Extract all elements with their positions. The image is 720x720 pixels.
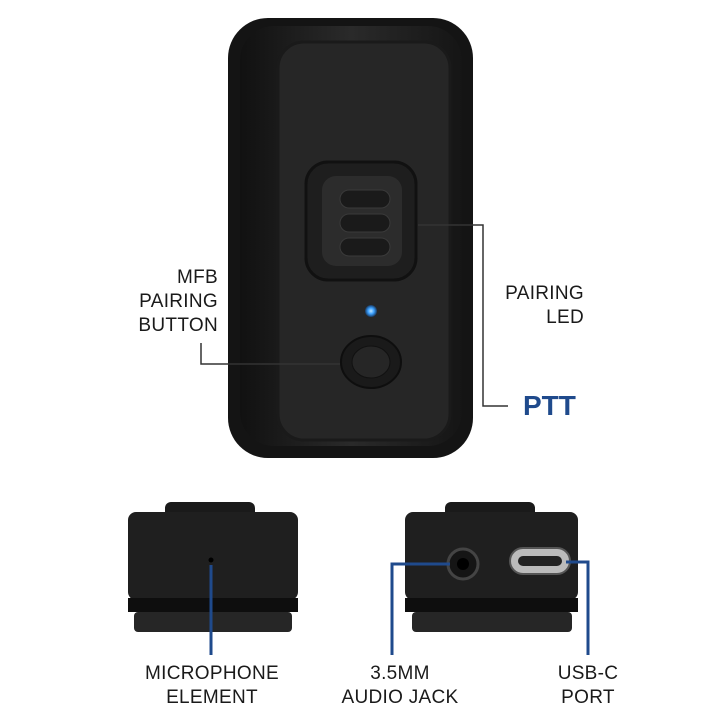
microphone-element-label: MICROPHONE ELEMENT <box>130 662 294 710</box>
pairing-led-label: PAIRING LED <box>480 282 584 330</box>
mfb-leader-line <box>200 343 340 365</box>
label-line: BUTTON <box>138 315 218 336</box>
label-line: PAIRING <box>505 283 584 304</box>
label-line: LED <box>546 307 584 328</box>
ptt-leader-line <box>418 224 508 407</box>
ptt-button <box>304 160 418 282</box>
label-line: PORT <box>561 687 615 708</box>
label-line: 3.5MM <box>370 663 430 684</box>
device-front <box>228 18 473 458</box>
label-line: PAIRING <box>139 291 218 312</box>
audio-jack-label: 3.5MM AUDIO JACK <box>340 662 460 710</box>
device-bottom-view <box>405 502 578 632</box>
audio-jack-leader-line <box>390 562 450 655</box>
usb-c-port-label: USB-C PORT <box>540 662 636 710</box>
ptt-label: PTT <box>523 390 576 421</box>
label-line: MICROPHONE <box>145 663 279 684</box>
mfb-button <box>340 335 402 389</box>
device-top-view <box>128 502 298 632</box>
mfb-pairing-button-label: MFB PAIRING BUTTON <box>100 266 218 338</box>
pairing-led <box>365 305 377 317</box>
label-line: USB-C <box>557 663 619 684</box>
label-line: AUDIO JACK <box>341 687 459 708</box>
label-line: MFB <box>176 267 218 288</box>
usb-c-leader-line <box>566 560 590 655</box>
label-line: ELEMENT <box>166 687 258 708</box>
